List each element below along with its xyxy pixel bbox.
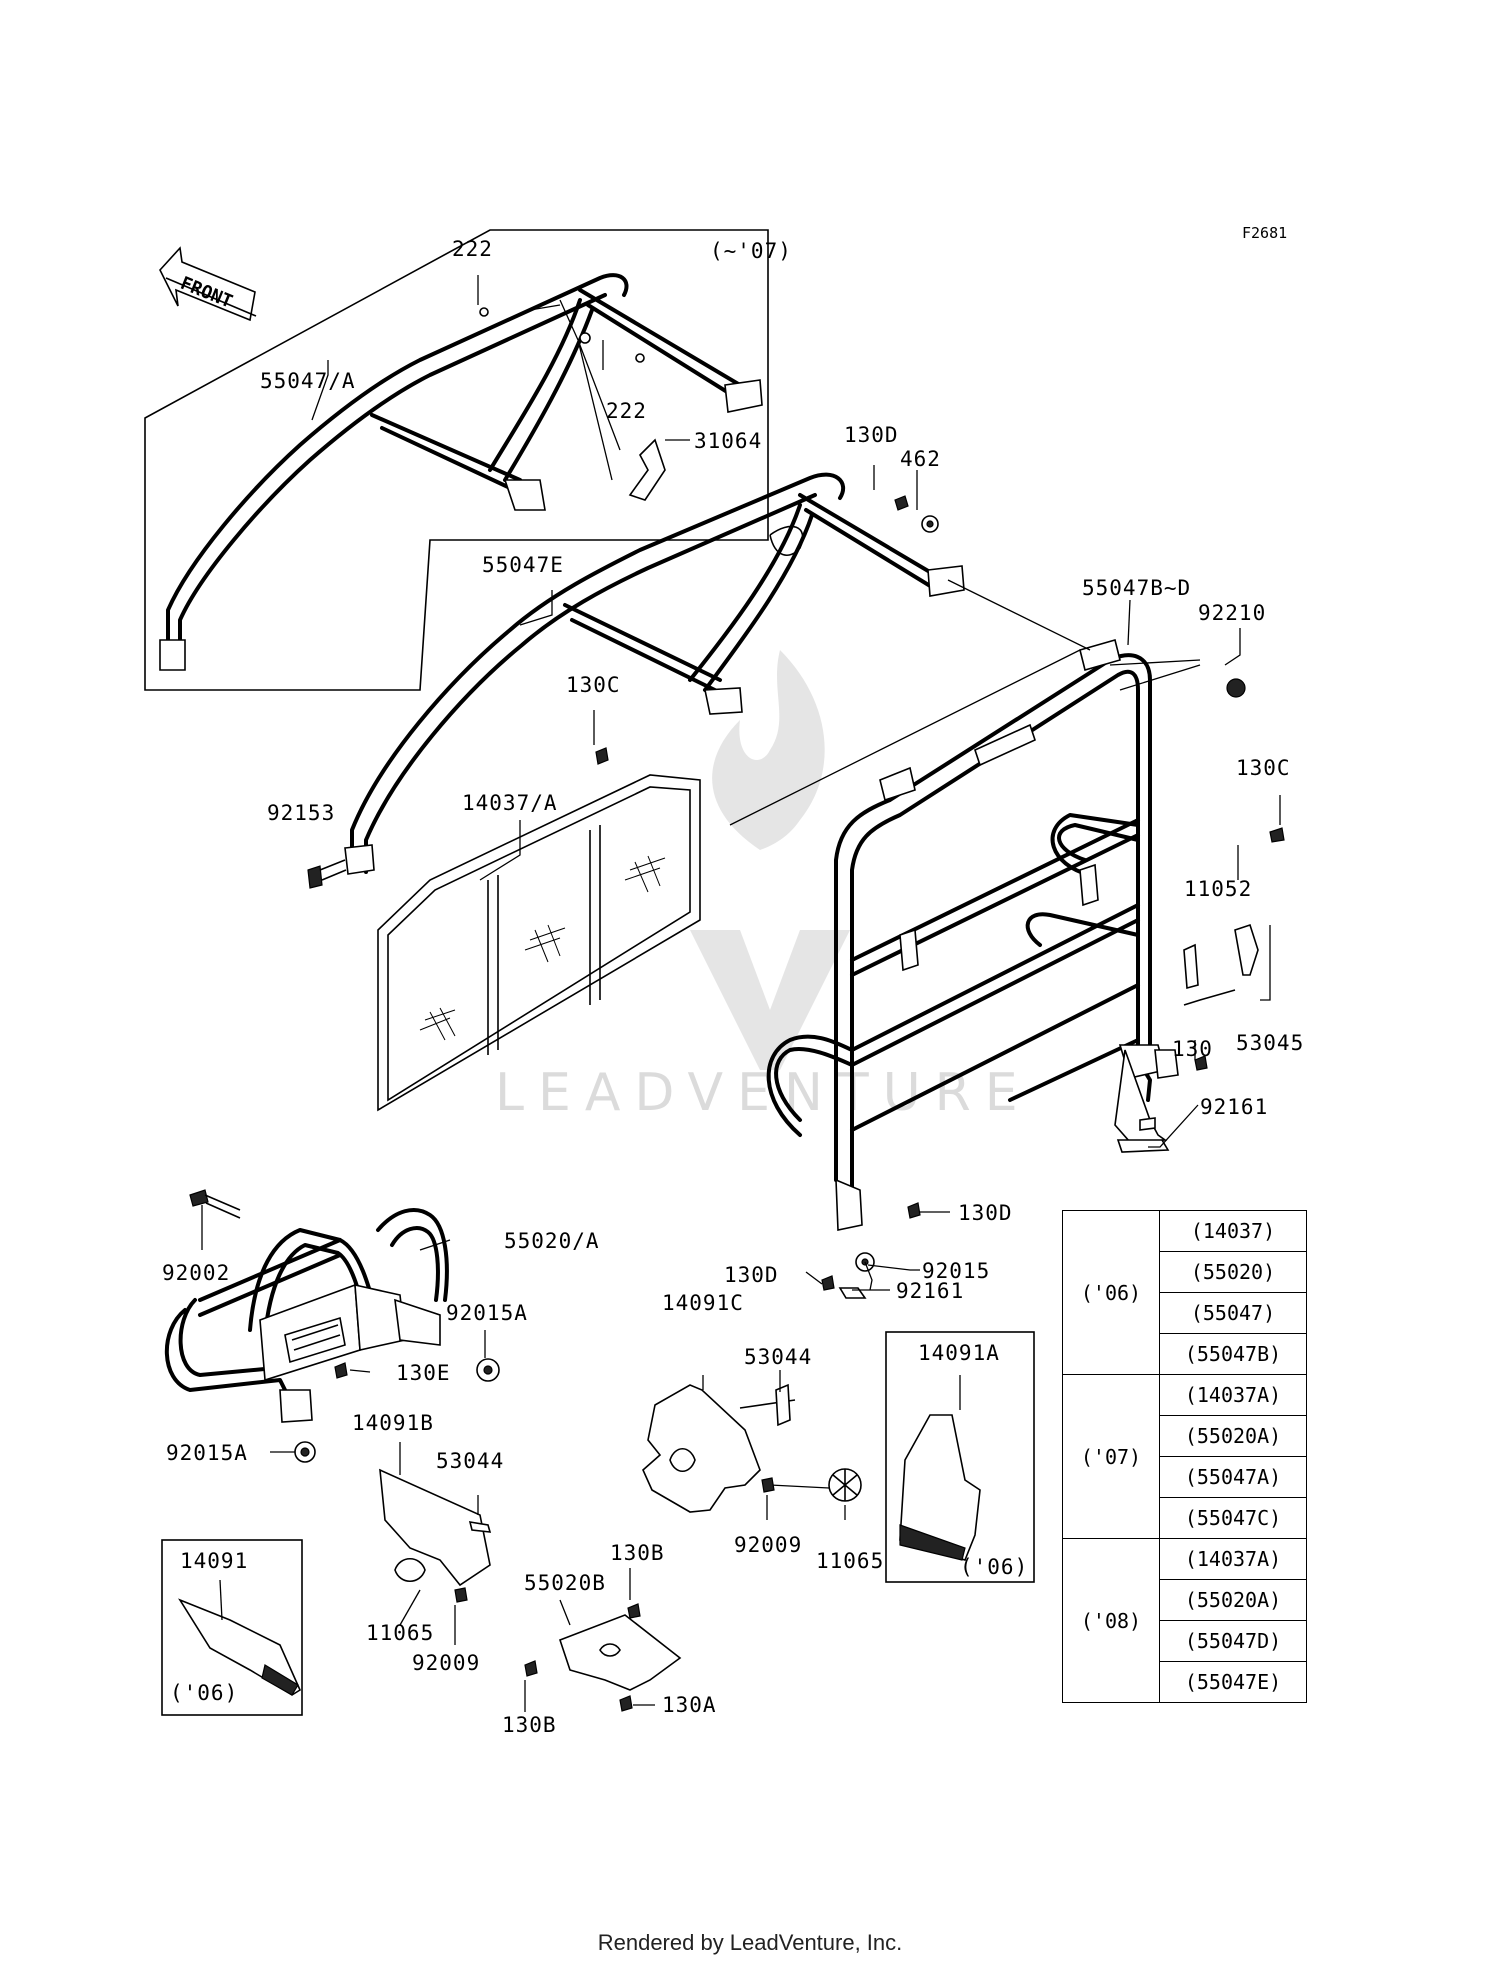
fasteners-main bbox=[307, 495, 1285, 1299]
cage-frame-dashline-4 bbox=[1119, 664, 1201, 691]
callout-14037A: 14037/A bbox=[462, 791, 558, 815]
legend-part: (55020A) bbox=[1159, 1415, 1307, 1457]
legend-part: (55047E) bbox=[1159, 1661, 1307, 1703]
front-arrow-icon: FRONT bbox=[159, 246, 257, 322]
callout-222-top: 222 bbox=[452, 237, 493, 261]
callout-14091C: 14091C bbox=[662, 1291, 744, 1315]
callout-92161-low: 92161 bbox=[896, 1279, 964, 1303]
main-roll-cage bbox=[344, 472, 965, 875]
callout-14091: 14091 bbox=[180, 1549, 248, 1573]
watermark-text: LEADVENTURE bbox=[495, 1063, 1032, 1123]
callouts: 222 222 55047/A 31064 130D 462 55047E 55… bbox=[162, 237, 1304, 1737]
callout-06-inset-a: ('06) bbox=[960, 1555, 1028, 1579]
legend-year: ('08) bbox=[1062, 1538, 1160, 1703]
callout-130A: 130A bbox=[662, 1693, 717, 1717]
callout-92153: 92153 bbox=[267, 801, 335, 825]
inset-frame bbox=[144, 229, 769, 691]
legend-part: (55047A) bbox=[1159, 1456, 1307, 1498]
figure-code: F2681 bbox=[1242, 224, 1287, 242]
legend-part: (55047) bbox=[1159, 1292, 1307, 1334]
callout-130D-mid: 130D bbox=[958, 1201, 1013, 1225]
callout-130B-low: 130B bbox=[502, 1713, 557, 1737]
net-panel bbox=[377, 774, 701, 1112]
legend-part: (14037A) bbox=[1159, 1538, 1307, 1580]
model-year-legend: ('06) (14037) (55020) (55047) (55047B) (… bbox=[1062, 1210, 1307, 1703]
callout-92009-right: 92009 bbox=[734, 1533, 802, 1557]
callout-14091B: 14091B bbox=[352, 1411, 434, 1435]
callout-14091A: 14091A bbox=[918, 1341, 1000, 1365]
callout-130C-left: 130C bbox=[566, 673, 621, 697]
cage-frame-dashline-3 bbox=[1109, 659, 1201, 666]
callout-31064: 31064 bbox=[694, 429, 762, 453]
callout-130C-right: 130C bbox=[1236, 756, 1291, 780]
inset-14091A bbox=[885, 1331, 1035, 1583]
callout-11065-right: 11065 bbox=[816, 1549, 884, 1573]
callout-130E: 130E bbox=[396, 1361, 451, 1385]
callout-06-inset-b: ('06) bbox=[170, 1681, 238, 1705]
inset-roll-cage bbox=[159, 273, 763, 671]
cage-frame-dashline-2 bbox=[729, 649, 1081, 826]
legend-part: (14037A) bbox=[1159, 1374, 1307, 1416]
skid-plate-14091C bbox=[642, 1384, 761, 1513]
callout-11052: 11052 bbox=[1184, 877, 1252, 901]
watermark: LEADVENTURE bbox=[495, 650, 1032, 1123]
callout-92009-left: 92009 bbox=[412, 1651, 480, 1675]
callout-55020A: 55020/A bbox=[504, 1229, 600, 1253]
rear-roll-cage bbox=[766, 639, 1179, 1231]
callout-92210: 92210 bbox=[1198, 601, 1266, 625]
leader-lines bbox=[201, 275, 1281, 1712]
legend-part: (55047C) bbox=[1159, 1497, 1307, 1539]
legend-part: (55020A) bbox=[1159, 1579, 1307, 1621]
callout-130B-top: 130B bbox=[610, 1541, 665, 1565]
inset-year-label: (~'07) bbox=[710, 239, 792, 263]
inset-14091 bbox=[161, 1539, 303, 1716]
callout-222-mid: 222 bbox=[606, 399, 647, 423]
callout-130D-low: 130D bbox=[724, 1263, 779, 1287]
callout-92161-right: 92161 bbox=[1200, 1095, 1268, 1119]
callout-462: 462 bbox=[900, 447, 941, 471]
callout-55020B: 55020B bbox=[524, 1571, 606, 1595]
legend-part: (55020) bbox=[1159, 1251, 1307, 1293]
callout-53044-top: 53044 bbox=[744, 1345, 812, 1369]
callout-92015A-left: 92015A bbox=[166, 1441, 248, 1465]
skid-plate-55020B bbox=[558, 1614, 682, 1691]
callout-55047E: 55047E bbox=[482, 553, 564, 577]
legend-part: (55047B) bbox=[1159, 1333, 1307, 1375]
legend-part: (55047D) bbox=[1159, 1620, 1307, 1662]
footer-credit: Rendered by LeadVenture, Inc. bbox=[597, 1930, 903, 1955]
callout-92015A-right: 92015A bbox=[446, 1301, 528, 1325]
front-bumper bbox=[164, 1189, 500, 1463]
legend-part: (14037) bbox=[1159, 1210, 1307, 1252]
callout-53045: 53045 bbox=[1236, 1031, 1304, 1055]
callout-92002: 92002 bbox=[162, 1261, 230, 1285]
callout-130: 130 bbox=[1172, 1037, 1213, 1061]
callout-55047A: 55047/A bbox=[260, 369, 356, 393]
legend-year: ('07) bbox=[1062, 1374, 1160, 1539]
callout-53044-low: 53044 bbox=[436, 1449, 504, 1473]
callout-92015: 92015 bbox=[922, 1259, 990, 1283]
skid-plates bbox=[379, 1383, 862, 1712]
callout-55047BD: 55047B~D bbox=[1082, 576, 1191, 600]
legend-year: ('06) bbox=[1062, 1210, 1160, 1375]
callout-11065-left: 11065 bbox=[366, 1621, 434, 1645]
cage-frame-dashline-1 bbox=[947, 579, 1091, 651]
callout-130D-top: 130D bbox=[844, 423, 899, 447]
